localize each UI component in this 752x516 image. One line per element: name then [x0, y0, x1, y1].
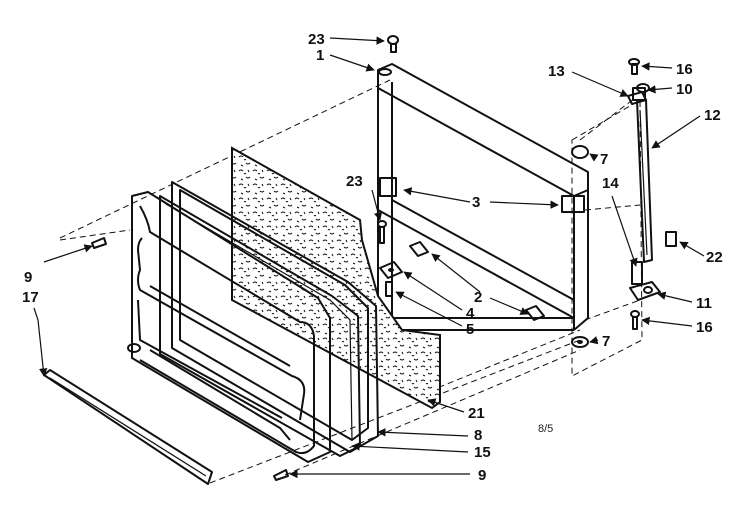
washer-icon [627, 91, 647, 105]
page-code: 8/5 [538, 423, 553, 435]
label-16-bottom: 16 [696, 319, 713, 336]
spacer-icon [379, 261, 403, 279]
label-4: 4 [466, 305, 475, 322]
bottom-trim-strip [43, 369, 213, 485]
screw-icon [273, 469, 289, 481]
hinge-panel-outline [571, 99, 643, 377]
label-23-top: 23 [308, 31, 325, 48]
alignment-lines [59, 79, 641, 484]
label-3: 3 [472, 194, 480, 211]
screw-icon [387, 35, 399, 53]
part-labels: 23 1 3 23 2 4 5 7 7 13 16 10 12 14 22 11… [22, 31, 723, 484]
label-17: 17 [22, 289, 39, 306]
label-21: 21 [468, 405, 485, 422]
label-8: 8 [474, 427, 482, 444]
label-15: 15 [474, 444, 491, 461]
pad-icon [409, 241, 545, 321]
label-12: 12 [704, 107, 721, 124]
screw-icon [91, 237, 107, 249]
screw-icon [385, 281, 393, 297]
label-23-mid: 23 [346, 173, 363, 190]
label-14: 14 [602, 175, 619, 192]
label-5: 5 [466, 321, 474, 338]
clip-icon [665, 231, 677, 247]
label-16-top: 16 [676, 61, 693, 78]
bumper-icon [571, 145, 589, 159]
screw-icon [630, 310, 640, 330]
label-10: 10 [676, 81, 693, 98]
label-22: 22 [706, 249, 723, 266]
label-7-bottom: 7 [602, 333, 610, 350]
hardware-parts [91, 35, 677, 481]
door-frame [377, 63, 589, 331]
label-1: 1 [316, 47, 324, 64]
foam-insulation [231, 146, 441, 410]
hinge-rod [632, 83, 653, 263]
screw-icon [377, 220, 387, 244]
label-7-top: 7 [600, 151, 608, 168]
screw-icon [628, 58, 640, 75]
bumper-icon [571, 336, 589, 348]
label-9-bottom: 9 [478, 467, 486, 484]
label-11: 11 [696, 295, 712, 312]
inner-door-panel [127, 191, 331, 463]
label-13: 13 [548, 63, 565, 80]
label-9-left: 9 [24, 269, 32, 286]
lower-hinge-brackets [629, 261, 661, 301]
label-2: 2 [474, 289, 482, 306]
leader-lines [33, 36, 705, 479]
